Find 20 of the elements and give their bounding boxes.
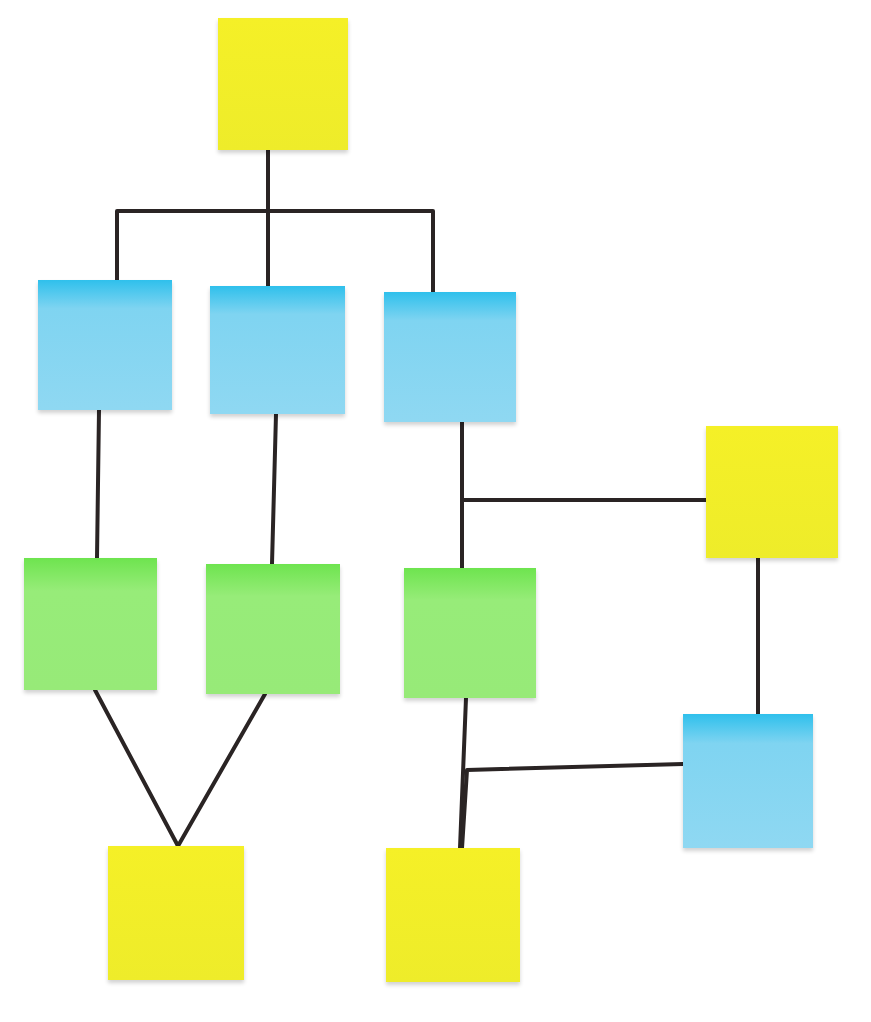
sticky-note — [404, 568, 536, 698]
sticky-note — [386, 848, 520, 982]
sticky-note — [218, 18, 348, 150]
sticky-note — [210, 286, 345, 414]
sticky-note — [206, 564, 340, 694]
connector-line — [93, 688, 180, 848]
connector-line — [460, 498, 708, 570]
connector-line — [756, 556, 760, 716]
connector-line — [270, 412, 278, 566]
connector-line — [95, 408, 101, 560]
sticky-note — [384, 292, 516, 422]
connector-line — [266, 148, 435, 294]
sticky-note — [24, 558, 157, 690]
sticky-note — [683, 714, 813, 848]
sticky-note — [38, 280, 172, 410]
sticky-note — [108, 846, 244, 980]
connector-line — [176, 692, 267, 848]
connector-line — [460, 762, 685, 850]
connector-line — [458, 696, 468, 850]
sticky-note — [706, 426, 838, 558]
